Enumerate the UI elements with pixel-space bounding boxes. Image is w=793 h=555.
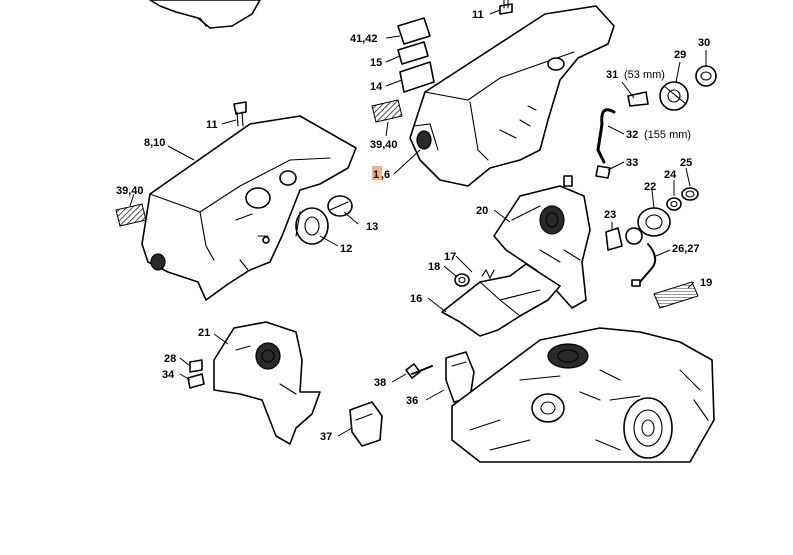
shroud-cover-upper [409,5,615,187]
baffle-16 [441,263,561,337]
callout-37: 37 [320,431,332,443]
screw-38 [405,363,433,379]
screw-11-top [499,0,513,15]
callout-25: 25 [680,157,692,169]
callout-19: 19 [700,277,712,289]
callout-41-42: 41,42 [350,33,378,45]
pad-39-40-right [371,99,403,123]
callout-15: 15 [370,57,382,69]
callout-23: 23 [604,209,616,221]
cable-26-27 [631,243,657,287]
callout-14: 14 [370,81,383,93]
part-30 [695,65,717,87]
part-29 [659,81,689,111]
callout-34: 34 [162,369,175,381]
callout-39-40-left: 39,40 [116,185,144,197]
hose-31 [627,91,649,107]
shroud-cover-left [141,115,357,301]
spring-17 [481,268,495,280]
callout-11-left: 11 [206,119,218,131]
part-28 [189,359,203,373]
sticker-15 [397,41,429,65]
callout-21: 21 [198,327,210,339]
top-left-shroud-fragment [149,0,261,29]
engine-assembly [451,327,715,463]
housing-21 [213,321,321,445]
callout-labels: 11 41,42 15 14 39,40 1 ,6 11 8,10 39,40 … [116,9,712,443]
callout-highlight [372,166,382,180]
callout-38: 38 [374,377,386,389]
screw-11-left [233,101,247,127]
pad-39-40-left [115,203,147,227]
callout-18: 18 [428,261,440,273]
callout-31-length: (53 mm) [624,69,665,81]
callout-30: 30 [698,37,710,49]
callout-28: 28 [164,353,176,365]
callout-17: 17 [444,251,456,263]
part-34 [187,373,205,389]
screw-near-20 [563,175,573,187]
callout-8-10: 8,10 [144,137,165,149]
callout-16: 16 [410,293,422,305]
callout-39-40-right: 39,40 [370,139,398,151]
cover-lock-12 [295,207,329,245]
callout-29: 29 [674,49,686,61]
callout-12: 12 [340,243,352,255]
leader-lines [129,9,707,437]
washer-18 [454,273,470,287]
callout-26-27: 26,27 [672,243,700,255]
cap-13 [327,195,353,217]
callout-13: 13 [366,221,378,233]
part-23 [605,227,623,251]
callout-31: 31 [606,69,618,81]
callout-24: 24 [664,169,677,181]
ring-25 [681,187,699,201]
sticker-41-42 [397,17,431,45]
callout-1-6-suffix: ,6 [381,169,390,181]
callout-32-length: (155 mm) [644,129,691,141]
fitting-33 [595,165,611,179]
bracket-37 [349,401,383,447]
callout-32: 32 [626,129,638,141]
plate-19 [653,281,699,309]
callout-36: 36 [406,395,418,407]
part-22 [625,207,671,245]
ring-24 [666,197,682,211]
hose-32 [596,108,616,164]
callout-33: 33 [626,157,638,169]
callout-1-6-prefix: 1 [373,169,379,181]
callout-22: 22 [644,181,656,193]
callout-20: 20 [476,205,488,217]
callout-11-top: 11 [472,9,484,21]
housing-20 [493,185,591,309]
sticker-14 [399,61,435,93]
